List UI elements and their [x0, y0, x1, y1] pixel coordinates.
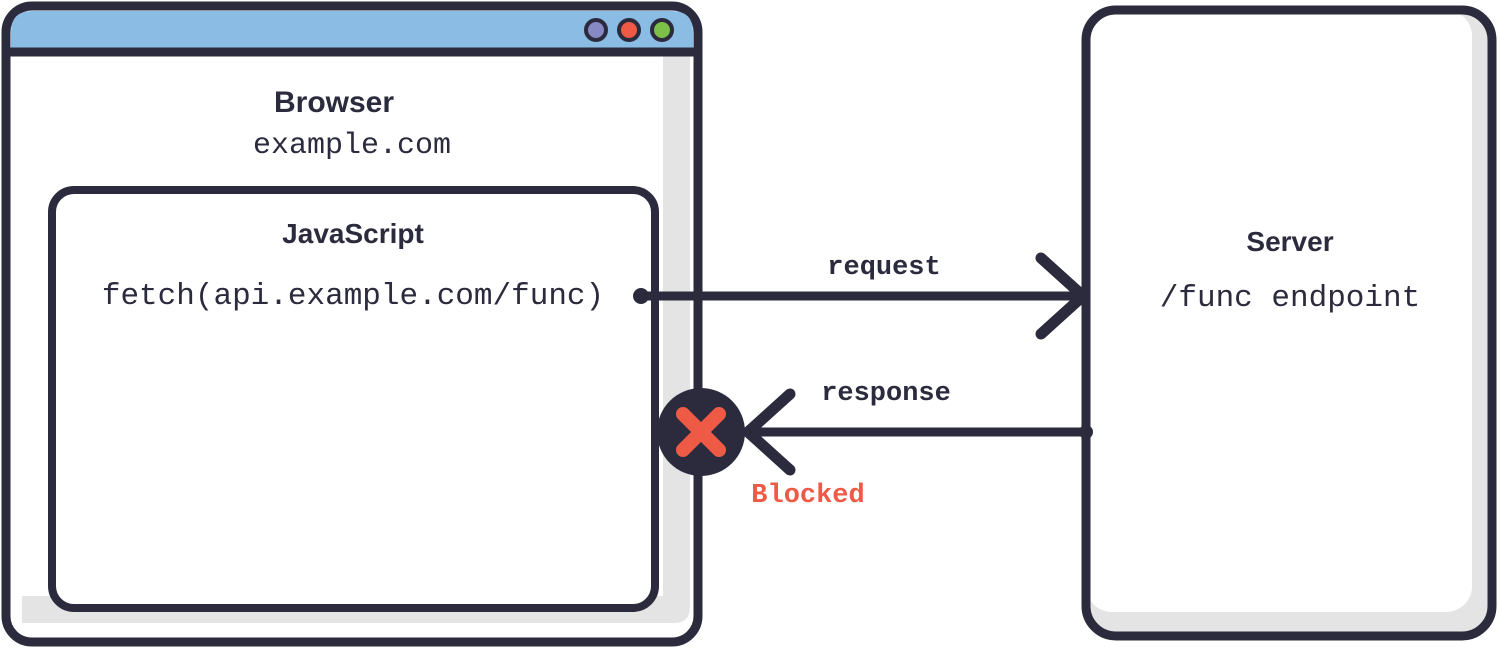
- request-arrow[interactable]: [633, 252, 1091, 340]
- request-arrow-head-icon: [1035, 252, 1089, 340]
- blocked-marker[interactable]: [657, 388, 745, 476]
- server-title: Server: [1246, 226, 1334, 257]
- javascript-box-title: JavaScript: [282, 218, 424, 249]
- x-cross-icon: [676, 407, 726, 457]
- response-arrow[interactable]: [742, 388, 1093, 476]
- window-dot-purple-icon[interactable]: [584, 18, 608, 42]
- browser-titlebar: [11, 11, 693, 52]
- javascript-fetch-code: fetch(api.example.com/func): [101, 279, 605, 314]
- server-panel[interactable]: [1081, 5, 1497, 641]
- browser-url: example.com: [252, 129, 452, 163]
- blocked-label: Blocked: [751, 481, 865, 511]
- response-arrow-label: response: [821, 379, 951, 409]
- request-arrow-label: request: [827, 253, 941, 283]
- window-dot-red-icon[interactable]: [617, 18, 641, 42]
- window-dot-green-icon[interactable]: [650, 18, 674, 42]
- response-arrow-head-icon: [742, 388, 796, 476]
- javascript-box[interactable]: [48, 186, 659, 612]
- server-endpoint-path: /func endpoint: [1159, 281, 1421, 316]
- browser-title: Browser: [273, 86, 395, 119]
- javascript-box-outline: [48, 186, 659, 612]
- server-panel-card: [1086, 10, 1472, 612]
- server-panel-outline: [1081, 5, 1497, 641]
